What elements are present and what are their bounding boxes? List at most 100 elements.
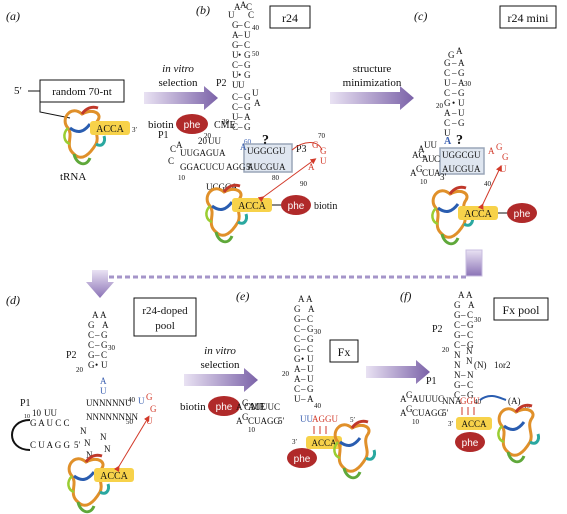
panel-e-3prime: 3′	[292, 438, 298, 446]
panel-f-box	[493, 297, 549, 321]
panel-e-n30: 30	[314, 328, 322, 336]
svg-text:G: G	[406, 404, 413, 414]
svg-text:G: G	[244, 60, 251, 70]
svg-text:–: –	[300, 334, 306, 344]
arrow3-phe-oval	[208, 396, 240, 416]
svg-text:–: –	[460, 310, 466, 320]
svg-text:A: A	[244, 112, 251, 122]
panel-d-n10: 10	[24, 414, 30, 420]
svg-text:G: G	[458, 118, 465, 128]
svg-text:A: A	[458, 58, 465, 68]
svg-text:C: C	[307, 314, 313, 324]
svg-text:A: A	[410, 168, 417, 178]
panel-d-blue-au: A U	[100, 376, 107, 396]
svg-text:–: –	[451, 88, 457, 98]
panel-c-phe: phe	[514, 209, 531, 220]
svg-text:–: –	[300, 384, 306, 394]
svg-text:N: N	[466, 346, 473, 356]
panel-e-phe-oval	[287, 448, 317, 468]
svg-text:G: G	[448, 50, 455, 60]
svg-text:C: C	[444, 88, 450, 98]
svg-text:C: C	[232, 122, 238, 132]
panel-e-acca-box	[306, 436, 342, 449]
panel-f-n10: 10	[412, 418, 420, 426]
panel-f-a10: (A)	[508, 396, 521, 406]
svg-text:G: G	[458, 68, 465, 78]
svg-text:–: –	[300, 394, 306, 404]
arrow3-phe: phe	[216, 402, 233, 413]
svg-text:G: G	[88, 320, 95, 330]
panel-d-box-line2: pool	[155, 320, 175, 332]
panel-a-trna-label: tRNA	[60, 171, 86, 183]
panel-f-acca-box	[456, 417, 492, 430]
panel-a-trna-icon	[62, 105, 107, 166]
arrow3-biotin: biotin	[180, 401, 206, 413]
svg-text:–: –	[451, 58, 457, 68]
svg-text:G: G	[232, 20, 239, 30]
svg-text:–: –	[237, 60, 243, 70]
panel-e-box	[329, 339, 359, 363]
panel-f-n20: 20	[442, 346, 450, 354]
svg-text:A: A	[308, 304, 315, 314]
svg-text:G: G	[502, 152, 509, 162]
arrow1-top-label: in vitro	[162, 63, 194, 75]
panel-c-p3-box	[439, 147, 485, 175]
svg-text:U: U	[252, 88, 259, 98]
panel-c-n10: 10	[420, 178, 428, 186]
svg-text:A: A	[458, 290, 465, 300]
svg-text:G: G	[244, 122, 251, 132]
panel-d-red-loop: U G G U	[138, 392, 157, 426]
svg-text:U: U	[294, 394, 301, 404]
svg-text:–: –	[451, 78, 457, 88]
svg-text:C: C	[294, 334, 300, 344]
svg-text:–: –	[460, 320, 466, 330]
panel-d-n20: 20	[76, 366, 84, 374]
svg-text:U: U	[307, 364, 314, 374]
svg-text:–: –	[237, 102, 243, 112]
panel-f-box-label: Fx pool	[502, 303, 540, 317]
svg-text:UNNNNNU: UNNNNNU	[86, 398, 132, 408]
svg-text:A: A	[400, 394, 407, 404]
svg-text:U: U	[232, 70, 239, 80]
svg-text:G: G	[458, 88, 465, 98]
panel-d-n30: 30	[108, 344, 116, 352]
panel-d-letter: (d)	[6, 293, 20, 307]
svg-text:U: U	[244, 30, 251, 40]
svg-text:G: G	[307, 324, 314, 334]
svg-text:•: •	[238, 50, 241, 60]
panel-a-acca: ACCA	[96, 124, 125, 135]
arrow3-bottom-label: selection	[200, 359, 240, 371]
panel-f-n30: 30	[474, 316, 482, 324]
panel-e-trna-icon	[332, 419, 377, 480]
svg-text:C: C	[168, 156, 174, 166]
svg-text:CUAGG: CUAGG	[248, 416, 281, 426]
svg-text:•: •	[452, 98, 455, 108]
svg-text:A: A	[466, 290, 473, 300]
svg-text:G: G	[312, 140, 319, 150]
svg-text:U: U	[444, 78, 451, 88]
svg-text:U: U	[228, 10, 235, 20]
svg-text:–: –	[451, 68, 457, 78]
panel-c-interaction-arrow	[478, 165, 502, 210]
svg-text:U: U	[238, 80, 245, 90]
svg-text:NNNNNNNN: NNNNNNNN	[86, 412, 138, 422]
svg-text:C: C	[294, 384, 300, 394]
svg-text:C: C	[101, 350, 107, 360]
panel-f-letter: (f)	[400, 289, 411, 303]
svg-text:G: G	[467, 390, 474, 400]
svg-text:AG: AG	[412, 150, 425, 160]
svg-text:A: A	[298, 294, 305, 304]
svg-text:A: A	[306, 294, 313, 304]
svg-text:C: C	[307, 344, 313, 354]
panel-f-p2: P2	[432, 324, 443, 335]
arrow3-top-label: in vitro	[204, 345, 236, 357]
svg-text:G: G	[320, 146, 327, 156]
svg-text:C: C	[467, 310, 473, 320]
svg-text:G: G	[242, 398, 249, 408]
svg-text:U: U	[320, 156, 327, 166]
svg-text:GGACUCU: GGACUCU	[180, 162, 225, 172]
